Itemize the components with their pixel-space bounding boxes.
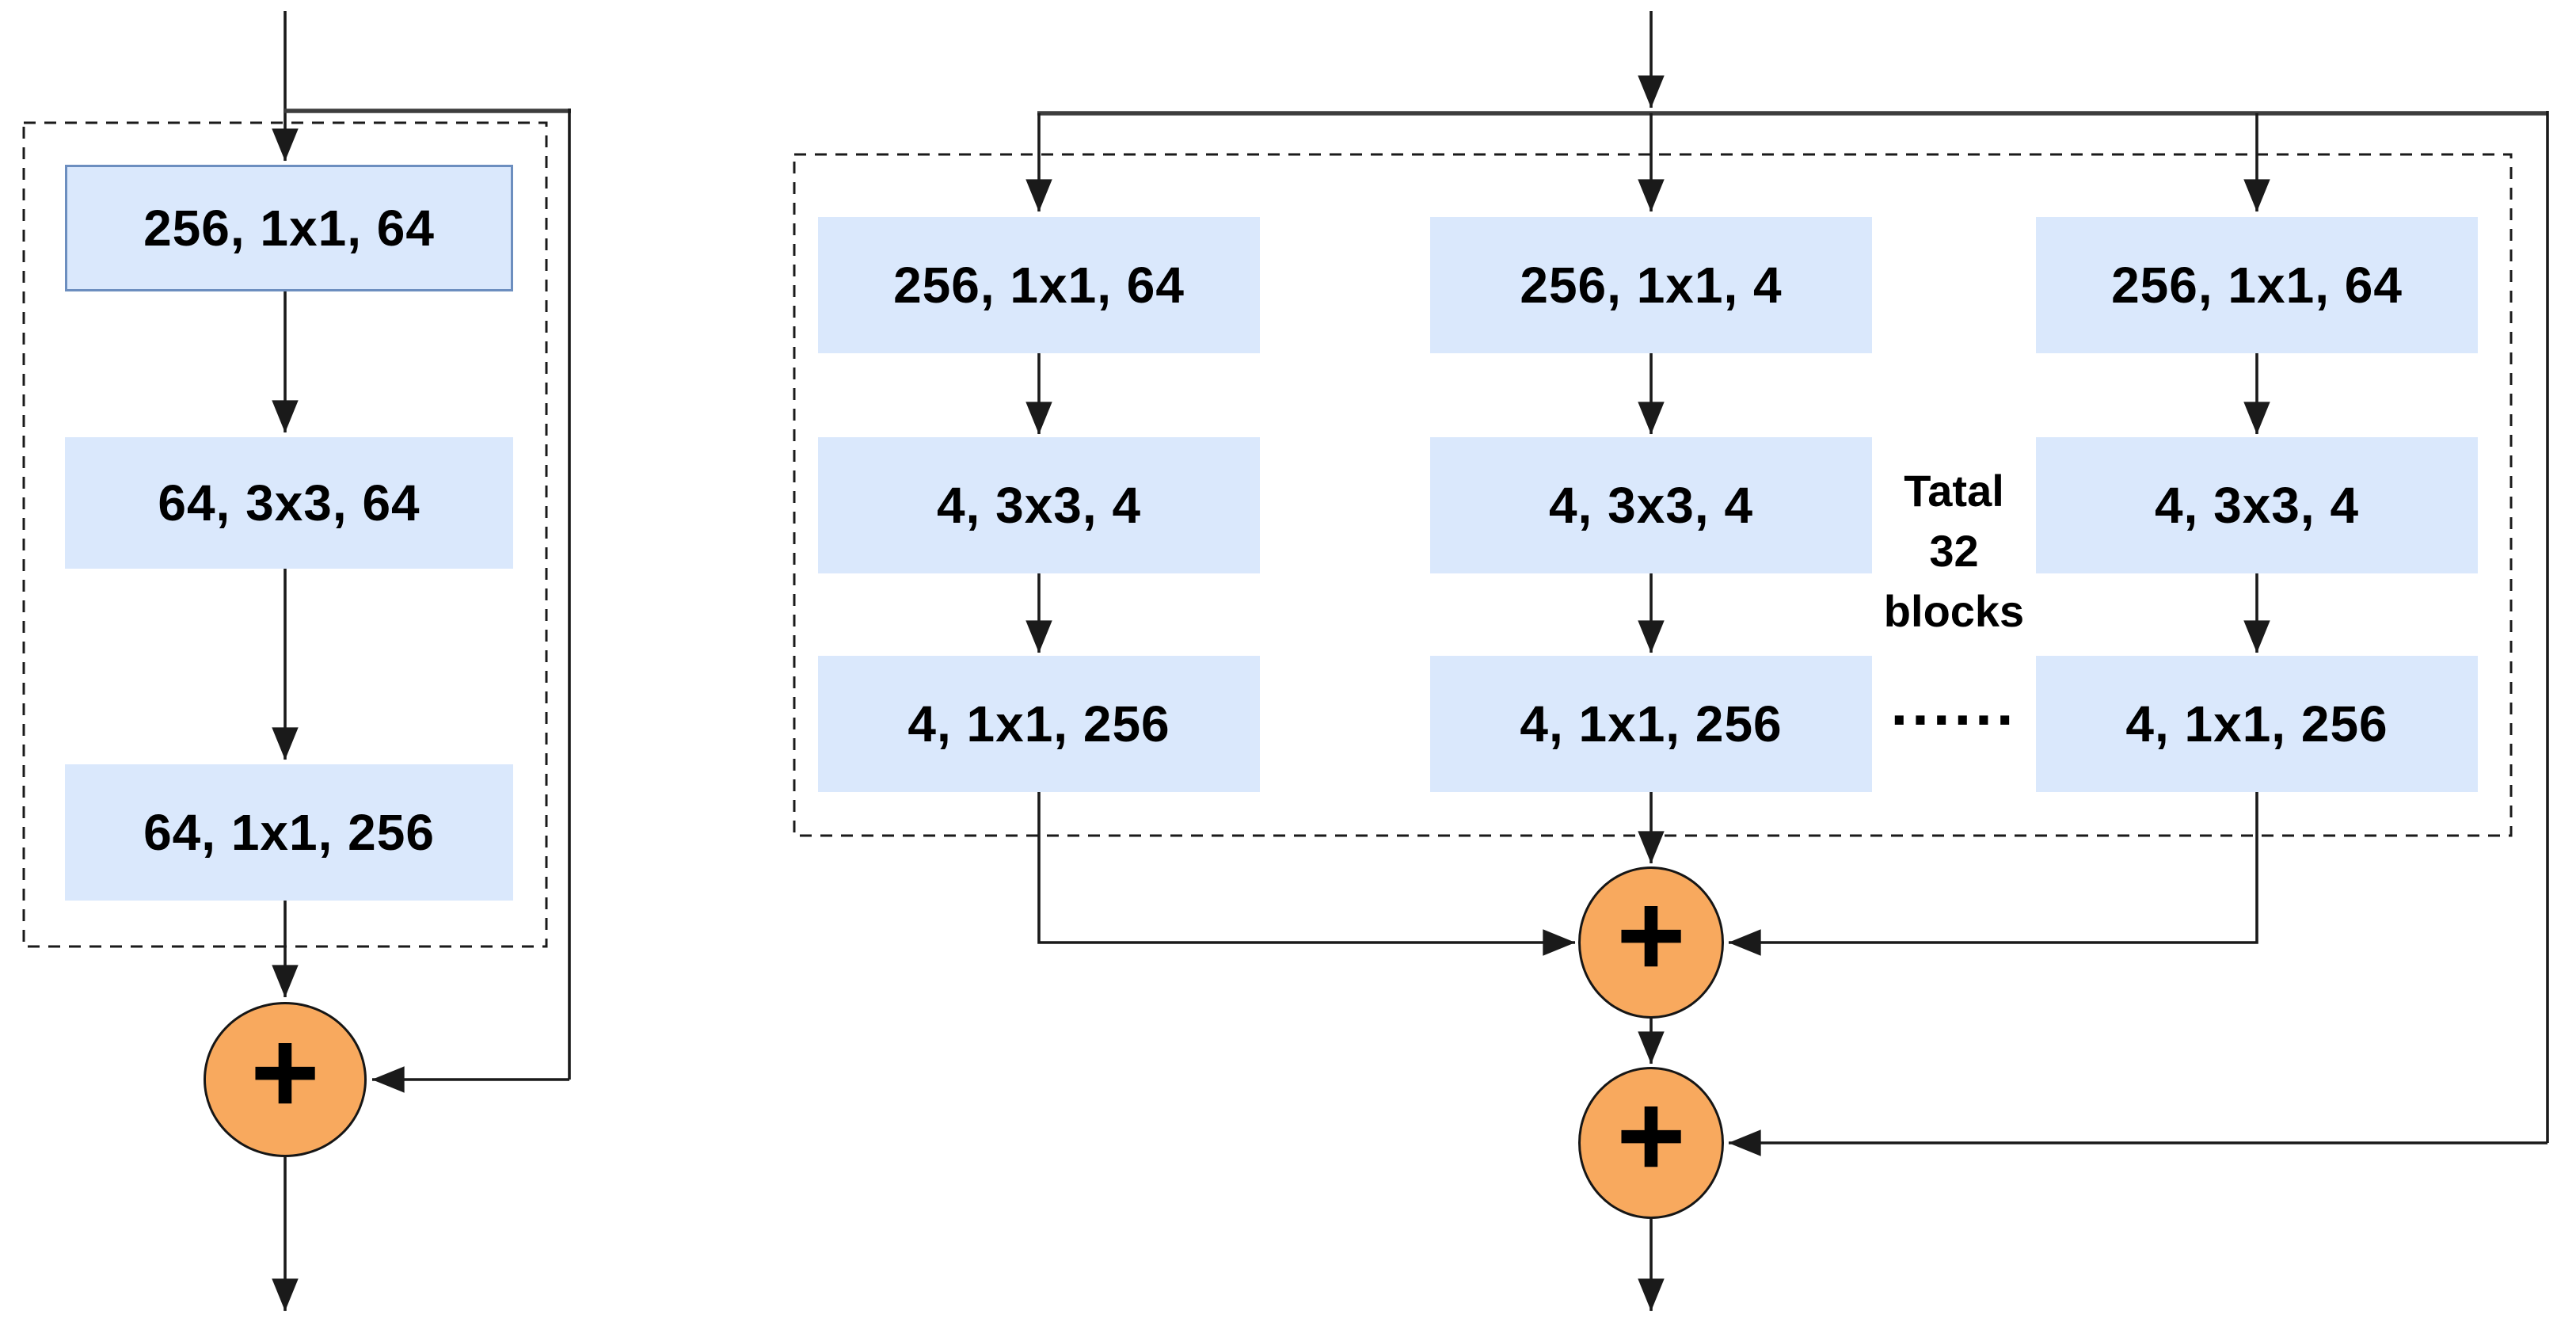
annotation-line-2: 32 (1929, 526, 1979, 576)
left-conv-layer-3: 64, 1x1, 256 (65, 764, 513, 901)
plus-icon: + (1616, 1068, 1686, 1202)
right-sum-node-2: + (1578, 1067, 1724, 1219)
right-branch1-conv-layer-3: 4, 1x1, 256 (818, 656, 1260, 792)
right-branch2-conv-layer-1: 256, 1x1, 4 (1430, 217, 1872, 353)
right-branch2-conv-layer-3: 4, 1x1, 256 (1430, 656, 1872, 792)
right-branch3-conv-layer-2: 4, 3x3, 4 (2036, 437, 2478, 573)
left-conv-layer-1: 256, 1x1, 64 (65, 165, 513, 291)
right-branch1-collector-arrow (1037, 792, 1576, 956)
right-branch3-conv-layer-1: 256, 1x1, 64 (2036, 217, 2478, 353)
ellipsis-dots: ...... (1890, 668, 2018, 738)
left-sum-node: + (204, 1002, 367, 1157)
plus-icon: + (1616, 867, 1686, 1001)
right-branch3-collector-arrow (1728, 792, 2258, 956)
right-sum-node-1: + (1578, 866, 1724, 1019)
right-branch1-conv-layer-2: 4, 3x3, 4 (818, 437, 1260, 573)
annotation-line-1: Tatal (1904, 466, 2004, 516)
left-conv-layer-2: 64, 3x3, 64 (65, 437, 513, 569)
right-branch3-conv-layer-3: 4, 1x1, 256 (2036, 656, 2478, 792)
annotation-line-3: blocks (1883, 586, 2025, 636)
plus-icon: + (250, 1004, 320, 1138)
right-branch1-conv-layer-1: 256, 1x1, 64 (818, 217, 1260, 353)
total-blocks-annotation: Tatal 32 blocks (1872, 461, 2036, 642)
right-branch2-conv-layer-2: 4, 3x3, 4 (1430, 437, 1872, 573)
